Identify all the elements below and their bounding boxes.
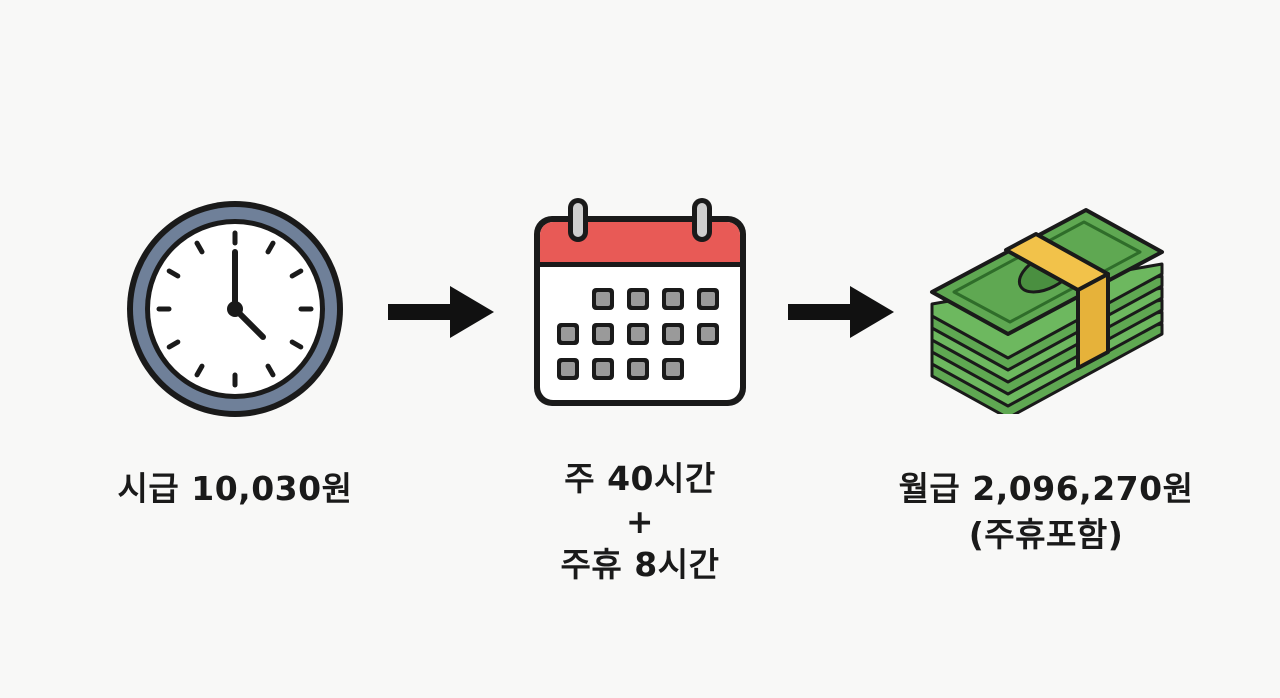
money-stack-icon bbox=[930, 208, 1164, 414]
hourly-wage-label: 시급 10,030원 bbox=[80, 466, 390, 512]
monthly-salary-label: 월급 2,096,270원 (주휴포함) bbox=[866, 466, 1226, 558]
arrow-right-icon bbox=[388, 286, 494, 338]
arrow-right-icon bbox=[788, 286, 894, 338]
clock-icon bbox=[127, 201, 343, 417]
holiday-included-note: (주휴포함) bbox=[968, 515, 1124, 554]
plus-sign: + bbox=[625, 502, 655, 541]
hourly-wage-text: 시급 10,030원 bbox=[117, 469, 353, 508]
holiday-hours-text: 주휴 8시간 bbox=[560, 545, 720, 584]
weekly-hours-text: 주 40시간 bbox=[564, 459, 716, 498]
work-hours-label: 주 40시간 + 주휴 8시간 bbox=[490, 456, 790, 588]
monthly-salary-text: 월급 2,096,270원 bbox=[898, 469, 1194, 508]
calendar-icon bbox=[534, 198, 746, 406]
